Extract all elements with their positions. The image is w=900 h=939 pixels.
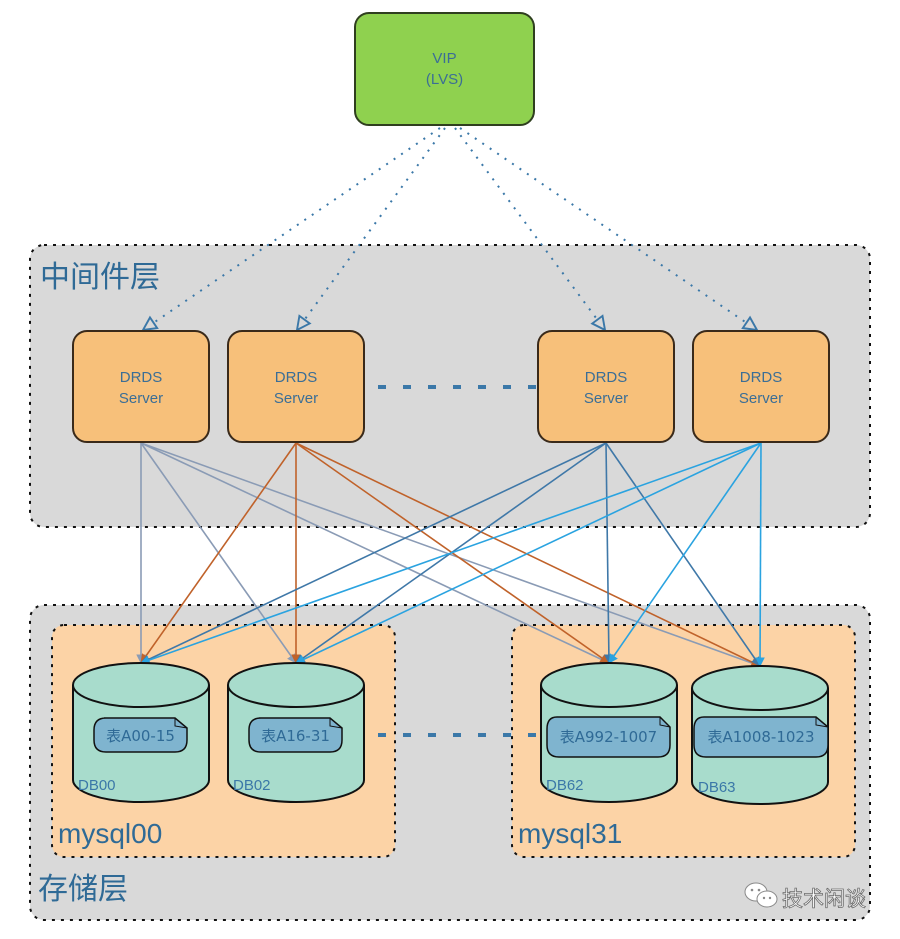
link-server-3-to-db-0 — [140, 442, 762, 665]
server-box[interactable] — [537, 330, 675, 443]
db-label: DB02 — [233, 777, 271, 794]
server-box[interactable] — [692, 330, 830, 443]
db-cylinder-top — [691, 665, 829, 711]
server-box[interactable] — [227, 330, 365, 443]
server-label-line1: DRDS — [120, 369, 163, 386]
db-cylinder-top — [72, 662, 210, 708]
vip-label-line2: (LVS) — [426, 71, 463, 88]
server-label-line2: Server — [584, 390, 628, 407]
table-label: 表A00-15 — [106, 727, 175, 745]
note-fold-corner — [329, 718, 343, 729]
link-server-2-to-db-2 — [604, 442, 614, 664]
link-server-1-to-db-0 — [140, 442, 297, 664]
server-label-line1: DRDS — [275, 369, 318, 386]
table-note-box[interactable] — [546, 716, 671, 758]
middleware-layer-label: 中间件层 — [40, 260, 160, 295]
drds-server-0[interactable]: DRDS Server — [72, 330, 210, 443]
watermark-text: 技术闲谈 — [782, 887, 866, 911]
vip-node[interactable]: VIP (LVS) — [354, 12, 535, 126]
watermark: 技术闲谈 — [744, 882, 866, 911]
drds-server-1[interactable]: DRDS Server — [227, 330, 365, 443]
table-note-box[interactable] — [93, 717, 188, 753]
link-server-3-to-db-3 — [755, 442, 765, 667]
database-db02[interactable]: 表A16-31 DB02 — [227, 662, 365, 803]
vip-links — [143, 127, 757, 330]
link-server-3-to-db-2 — [608, 442, 762, 664]
drds-server-2[interactable]: DRDS Server — [537, 330, 675, 443]
server-label-line1: DRDS — [585, 369, 628, 386]
table-note-box[interactable] — [248, 717, 343, 753]
link-server-2-to-db-0 — [140, 442, 607, 664]
drds-server-3[interactable]: DRDS Server — [692, 330, 830, 443]
db-label: DB62 — [546, 777, 584, 794]
vip-link-server-1 — [297, 127, 446, 330]
database-db62[interactable]: 表A992-1007 DB62 — [540, 662, 678, 803]
database-db63[interactable]: 表A1008-1023 DB63 — [691, 665, 829, 805]
database-db00[interactable]: 表A00-15 DB00 — [72, 662, 210, 803]
storage-layer-label: 存储层 — [38, 872, 128, 907]
wechat-icon — [744, 882, 778, 908]
middleware-layer: 中间件层 — [29, 244, 871, 528]
server-label-line2: Server — [274, 390, 318, 407]
server-label-line1: DRDS — [740, 369, 783, 386]
server-box[interactable] — [72, 330, 210, 443]
note-fold-corner — [174, 718, 188, 729]
link-server-3-to-db-1 — [295, 442, 762, 664]
link-server-1-to-db-3 — [295, 442, 761, 667]
db-cylinder-top — [540, 662, 678, 708]
table-label: 表A16-31 — [261, 727, 330, 745]
note-fold-corner — [815, 717, 829, 728]
vip-label-line1: VIP — [432, 50, 456, 67]
db-cylinder-top — [227, 662, 365, 708]
mysql00-label: mysql00 — [58, 818, 162, 849]
db-label: DB00 — [78, 777, 116, 794]
vip-box[interactable] — [354, 12, 535, 126]
note-fold-corner — [659, 717, 671, 728]
server-db-links — [136, 442, 765, 668]
mysql31-label: mysql31 — [518, 818, 622, 849]
table-note-box[interactable] — [693, 716, 829, 758]
db-label: DB63 — [698, 779, 736, 796]
table-label: 表A992-1007 — [560, 728, 657, 746]
server-label-line2: Server — [739, 390, 783, 407]
table-label: 表A1008-1023 — [707, 728, 814, 746]
link-server-0-to-db-3 — [140, 442, 761, 668]
server-label-line2: Server — [119, 390, 163, 407]
middleware-layer-box — [29, 244, 871, 528]
